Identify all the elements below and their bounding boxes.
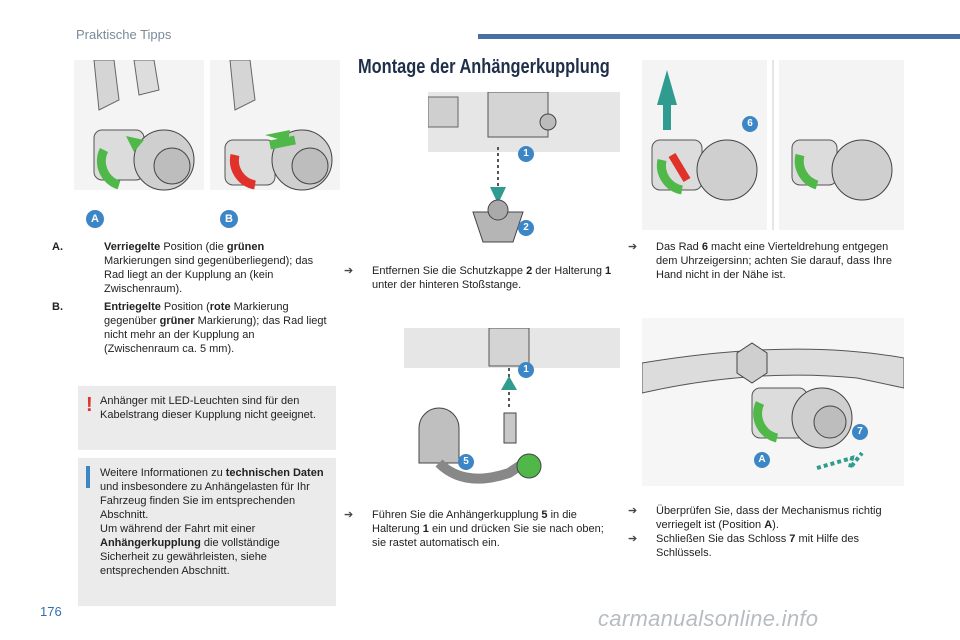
arrow-bullet-icon: ➔ xyxy=(344,509,354,521)
info-text-2: Um während der Fahrt mit einer Anhängerk… xyxy=(100,523,280,577)
step-remove-cap: ➔Entfernen Sie die Schutzkappe 2 der Hal… xyxy=(344,265,612,291)
warning-box: Anhänger mit LED-Leuchten sind für den K… xyxy=(78,386,336,450)
badge-7: 7 xyxy=(852,424,868,440)
badge-1-b: 1 xyxy=(518,362,534,378)
step-insert-hitch: ➔Führen Sie die Anhängerkupplung 5 in di… xyxy=(344,509,604,549)
figure-insert-hitch xyxy=(404,328,620,496)
legend-a: A.Verriegelte Position (die grünen Marki… xyxy=(52,241,314,295)
badge-1-a: 1 xyxy=(518,146,534,162)
warning-icon: ! xyxy=(86,394,93,416)
figure-a xyxy=(74,60,204,230)
step-wheel-turn: ➔Das Rad 6 macht eine Vierteldrehung ent… xyxy=(628,241,893,281)
info-box: Weitere Informationen zu technischen Dat… xyxy=(78,458,336,606)
figure-b xyxy=(210,60,340,200)
warning-text: Anhänger mit LED-Leuchten sind für den K… xyxy=(100,395,316,421)
watermark: carmanualsonline.info xyxy=(598,606,819,631)
badge-6: 6 xyxy=(742,116,758,132)
figure-remove-cap xyxy=(428,92,620,252)
figure-lock xyxy=(642,318,904,486)
arrow-bullet-icon: ➔ xyxy=(344,265,354,277)
page-title: Montage der Anhängerkupplung xyxy=(358,56,610,78)
label-a-badge: A xyxy=(86,210,104,228)
figure-wheel-turn xyxy=(642,60,904,230)
step-close-lock: ➔Schließen Sie das Schloss 7 mit Hilfe d… xyxy=(628,533,859,559)
badge-5: 5 xyxy=(458,454,474,470)
badge-2: 2 xyxy=(518,220,534,236)
section-header: Praktische Tipps xyxy=(76,27,172,42)
info-text-1: Weitere Informationen zu technischen Dat… xyxy=(100,467,324,521)
legend-block: A.Verriegelte Position (die grünen Marki… xyxy=(52,240,328,356)
header-bar xyxy=(478,34,960,39)
arrow-bullet-icon: ➔ xyxy=(628,533,638,545)
arrow-bullet-icon: ➔ xyxy=(628,241,638,253)
label-b-badge: B xyxy=(220,210,238,228)
page-number: 176 xyxy=(40,604,62,619)
info-icon xyxy=(86,466,90,488)
step-check-lock: ➔Überprüfen Sie, dass der Mechanismus ri… xyxy=(628,504,904,560)
arrow-bullet-icon: ➔ xyxy=(628,505,638,517)
legend-b: B.Entriegelte Position (rote Markierung … xyxy=(52,301,327,355)
badge-a-lock: A xyxy=(754,452,770,468)
